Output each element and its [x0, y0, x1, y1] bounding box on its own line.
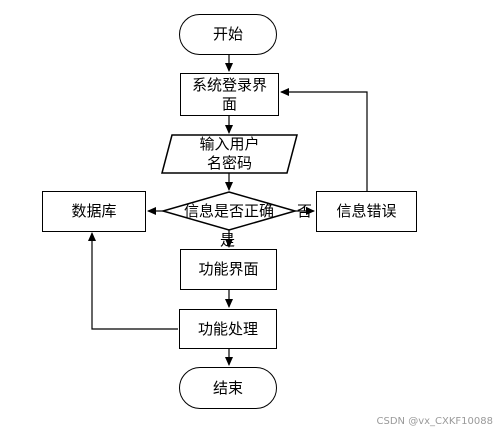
decision-label: 信息是否正确 — [183, 201, 274, 220]
error-node: 信息错误 — [316, 191, 417, 232]
edge-label-yes: 是 — [220, 231, 236, 249]
function-ui-node: 功能界面 — [180, 249, 277, 290]
decision-node: 信息是否正确 — [170, 200, 288, 222]
error-label: 信息错误 — [336, 202, 397, 220]
end-label: 结束 — [212, 378, 243, 397]
input-credentials-label-line2: 名密码 — [206, 154, 252, 172]
start-label: 开始 — [212, 25, 243, 43]
function-process-node: 功能处理 — [179, 309, 277, 349]
start-node: 开始 — [179, 14, 277, 55]
watermark-text: CSDN @vx_CXKF10088 — [376, 416, 493, 427]
database-label: 数据库 — [71, 202, 117, 220]
database-node: 数据库 — [42, 191, 146, 232]
arrow-error-to-login — [280, 88, 368, 191]
input-credentials-node: 输入用户 名密码 — [172, 135, 287, 173]
end-node: 结束 — [179, 367, 277, 409]
input-credentials-label-line1: 输入用户 — [199, 135, 260, 153]
login-ui-label-line1: 系统登录界 — [191, 75, 267, 94]
login-ui-node: 系统登录界 面 — [180, 73, 279, 116]
edge-label-no: 否 — [297, 202, 313, 220]
login-ui-label-line2: 面 — [221, 94, 237, 113]
input-parallelogram-shape — [161, 134, 298, 174]
function-ui-label: 功能界面 — [198, 260, 259, 278]
arrow-funcproc-to-database — [88, 232, 178, 330]
function-process-label: 功能处理 — [197, 319, 258, 338]
